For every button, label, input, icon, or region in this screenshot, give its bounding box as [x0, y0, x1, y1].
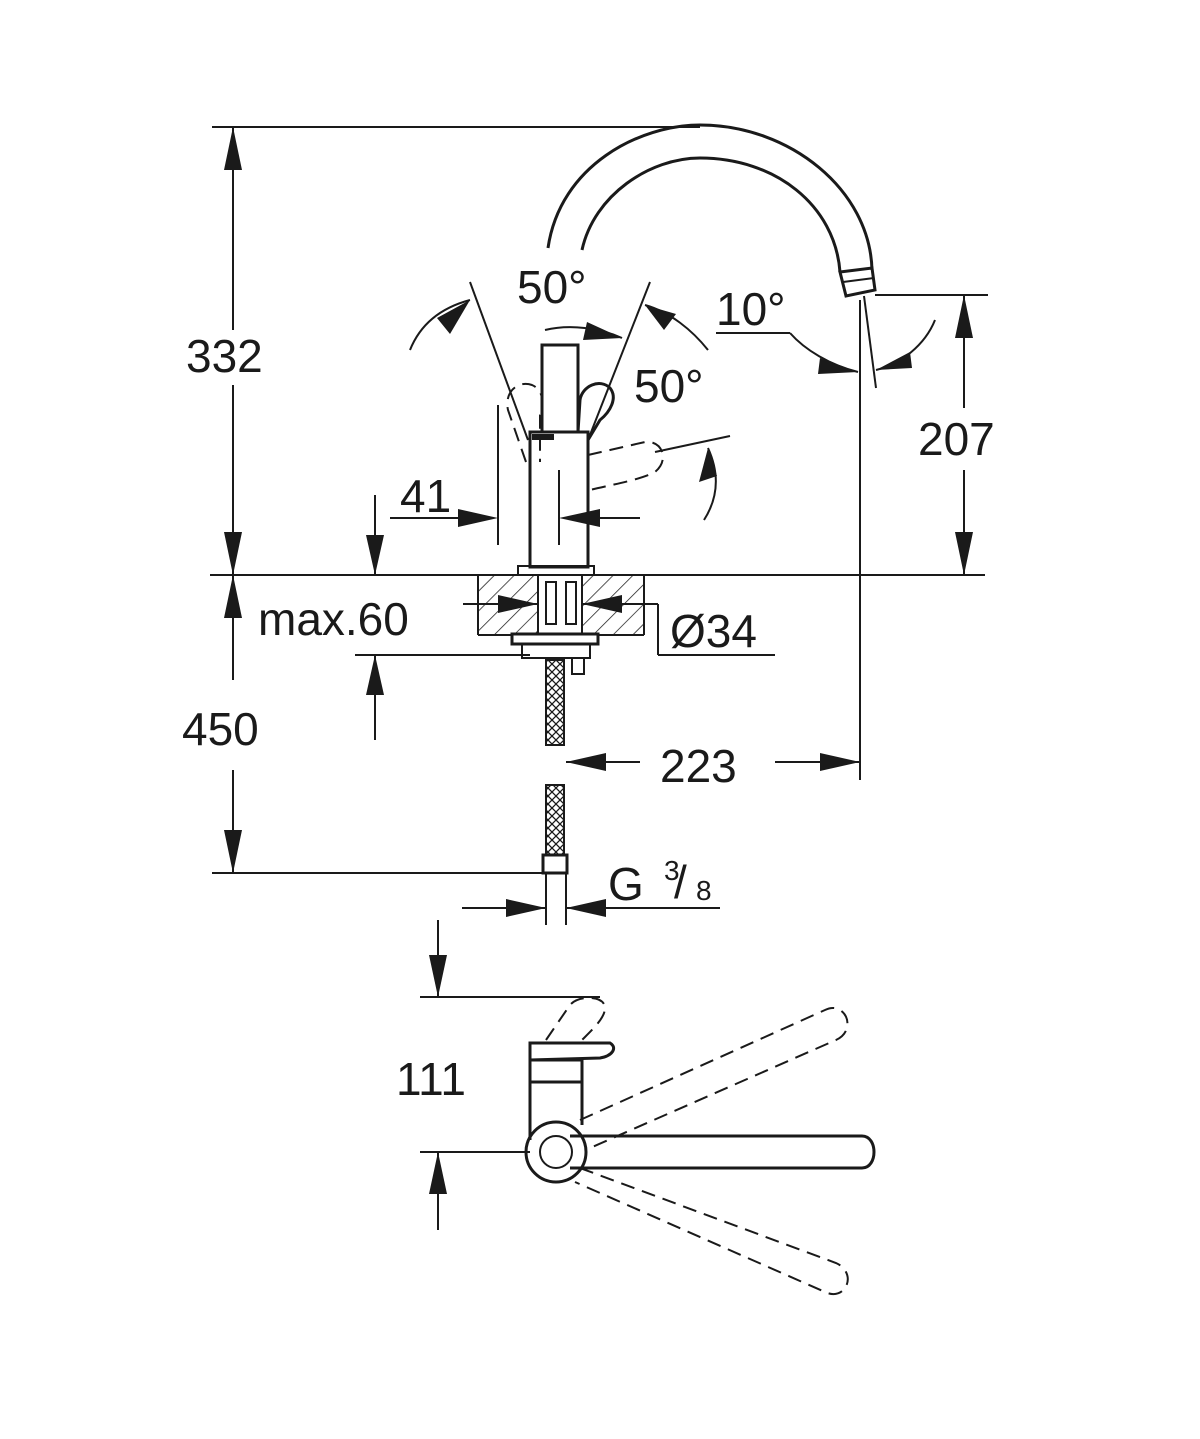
spout-reach-223-dimension: 223: [566, 740, 860, 792]
hole-diameter-label: Ø34: [670, 605, 757, 657]
connection-numerator: 3: [664, 855, 680, 886]
angle-50-right-label: 50°: [634, 360, 704, 412]
angle-50-left-label: 50°: [517, 261, 587, 313]
mounting-assembly: Ø34: [463, 574, 775, 675]
height-332-dimension: 332: [186, 126, 700, 575]
spout: [546, 123, 877, 298]
faucet-body: [517, 343, 595, 576]
deck-thickness-label: max.60: [258, 593, 409, 645]
lever-rotation-arrow: [654, 435, 731, 521]
supply-hose: [541, 659, 569, 925]
top-view-111-label: 111: [396, 1053, 466, 1105]
top-view-111-dimension: 111: [396, 920, 600, 1230]
hose-length-label: 450: [182, 703, 259, 755]
connection-prefix: G: [608, 858, 644, 910]
angle-10: 10°: [716, 283, 936, 389]
top-view: [524, 996, 876, 1295]
deck-thickness-dimension: max.60: [258, 495, 530, 740]
height-207-dimension: 207: [875, 294, 995, 575]
connection-slash: /: [674, 856, 687, 908]
angle-50-left: 50°: [409, 261, 623, 441]
angle-50-right: 50°: [587, 281, 709, 441]
lever-positions: [506, 382, 664, 491]
height-207-label: 207: [918, 413, 995, 465]
angle-10-label: 10°: [716, 283, 786, 335]
spout-reach-label: 223: [660, 740, 737, 792]
dimension-41: 41: [390, 405, 640, 545]
connection-size: G 3 / 8: [462, 855, 720, 917]
dimension-41-label: 41: [400, 470, 451, 522]
connection-denominator: 8: [696, 875, 712, 906]
hose-length-450-dimension: 450: [182, 575, 546, 874]
height-332-label: 332: [186, 330, 263, 382]
